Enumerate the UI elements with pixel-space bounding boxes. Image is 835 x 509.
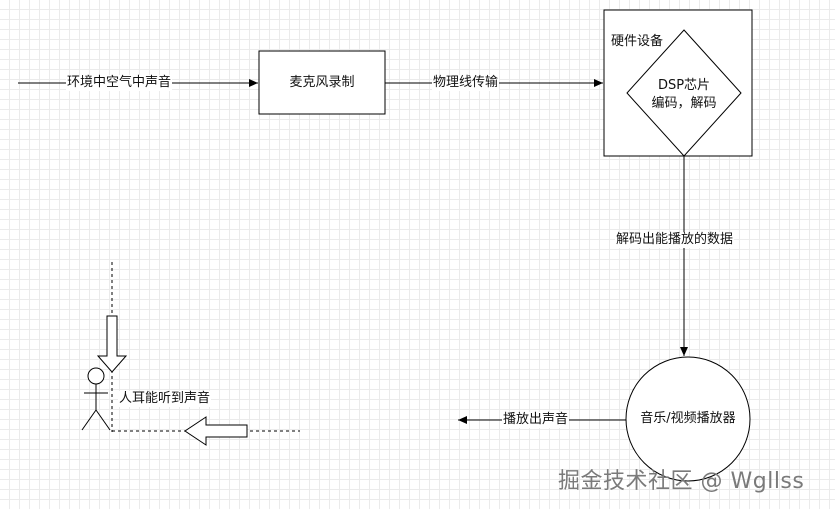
hardware-label: 硬件设备: [611, 34, 664, 49]
person-figure: [81, 367, 111, 431]
dsp-label-line1: DSP芯片: [657, 78, 711, 93]
cable-label: 物理线传输: [432, 75, 500, 91]
watermark: 掘金技术社区 @ Wgllss: [558, 469, 805, 494]
hollow-down-arrow: [96, 315, 128, 373]
hollow-left-arrow: [184, 416, 248, 446]
dsp-label-line2: 编码，解码: [651, 96, 717, 111]
mic-label: 麦克风录制: [289, 75, 355, 90]
player-label: 音乐/视频播放器: [640, 411, 736, 426]
human-hears-label: 人耳能听到声音: [118, 391, 212, 407]
mic-box: [258, 50, 386, 115]
input-sound-label: 环境中空气中声音: [66, 75, 173, 91]
play-out-label: 播放出声音: [502, 412, 570, 428]
decoded-label: 解码出能播放的数据: [615, 232, 735, 248]
player-circle: [625, 356, 751, 482]
